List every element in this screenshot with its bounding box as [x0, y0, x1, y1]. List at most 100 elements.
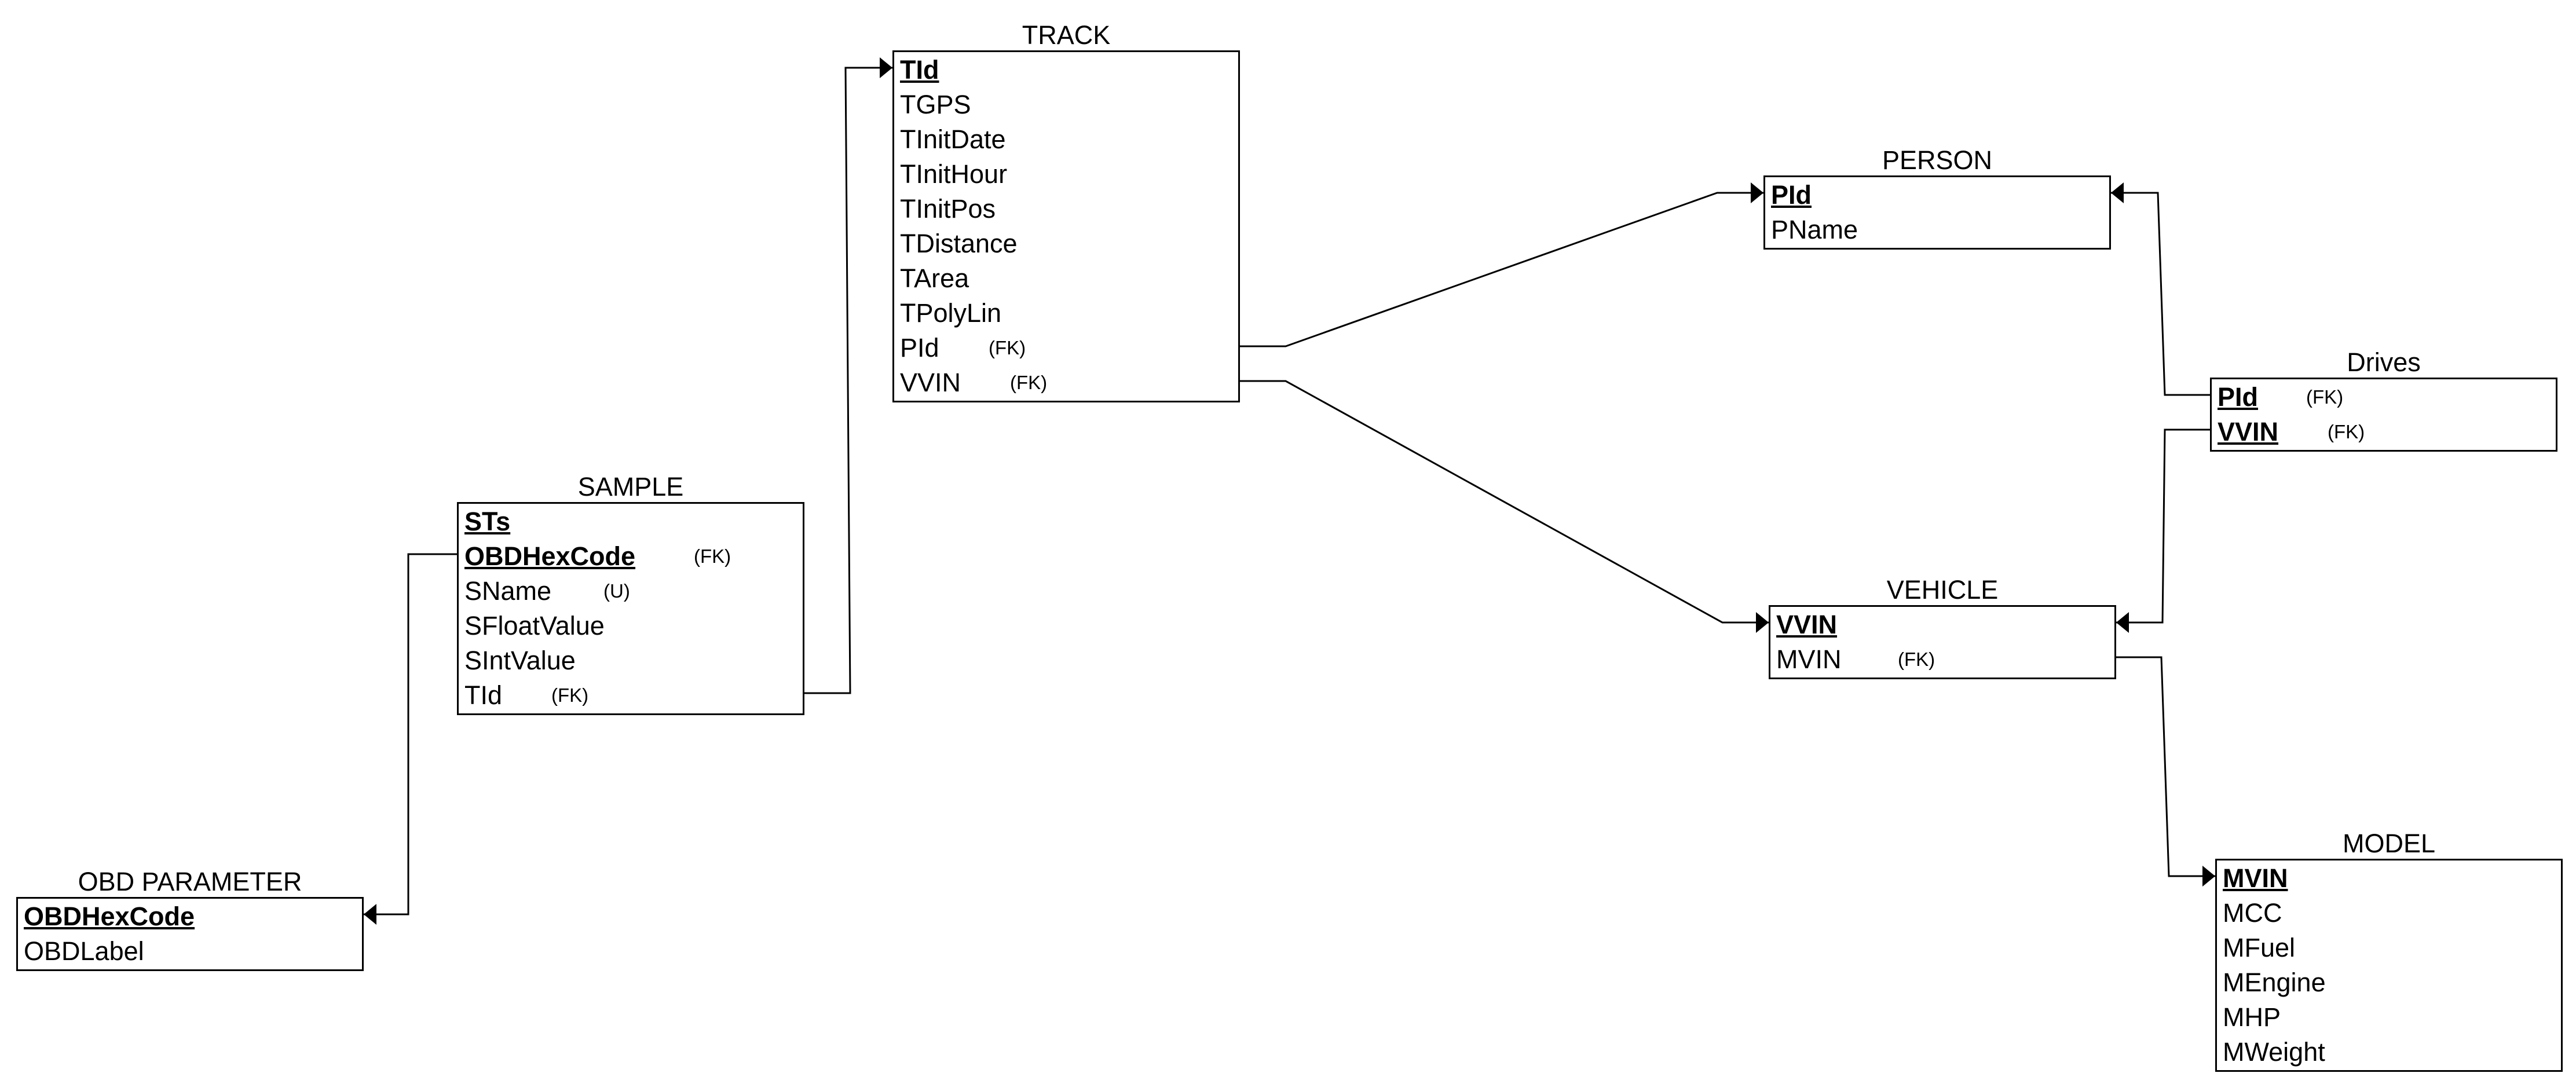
attribute-tag: (FK)	[2328, 421, 2365, 442]
relationship-track-to-vehicle	[1240, 380, 1769, 633]
connector-line	[1240, 192, 1763, 347]
attribute-name: TInitDate	[900, 124, 1006, 154]
attribute-name: TArea	[900, 263, 969, 293]
attribute-name: MVIN	[2223, 863, 2288, 893]
primary-key-attribute: PId	[1771, 178, 2106, 213]
attribute-tag: (FK)	[551, 684, 589, 706]
attribute-name: PId	[1771, 180, 1812, 210]
attribute: TDistance	[900, 226, 1235, 261]
attribute-name: TId	[464, 680, 503, 710]
attribute: SFloatValue	[464, 609, 799, 643]
entity-title: TRACK	[1022, 20, 1111, 50]
attribute-name: MHP	[2223, 1002, 2281, 1032]
attribute-name: TId	[900, 55, 939, 85]
attribute-name: PId	[900, 333, 939, 362]
connector-line	[2111, 192, 2210, 396]
attribute-name: VVIN	[1776, 610, 1838, 639]
entity-title: Drives	[2347, 347, 2421, 377]
arrowhead	[1751, 182, 1763, 203]
attribute-name: MWeight	[2223, 1037, 2325, 1067]
arrowhead	[2111, 182, 2124, 203]
attribute-name: MCC	[2223, 898, 2282, 928]
attribute: OBDLabel	[24, 934, 358, 969]
attribute-name: TGPS	[900, 90, 971, 119]
primary-key-attribute: VVIN	[1776, 607, 2111, 642]
attribute: TGPS	[900, 87, 1235, 122]
primary-key-attribute: MVIN	[2223, 861, 2557, 896]
attribute-name: MEngine	[2223, 968, 2326, 997]
arrowhead	[364, 904, 376, 925]
attribute-name: MVIN	[1776, 644, 1842, 674]
relationship-sample-to-track	[804, 57, 892, 694]
attribute-tag: (FK)	[989, 337, 1026, 358]
attribute: MEngine	[2223, 965, 2557, 1000]
attribute: PName	[1771, 213, 2106, 247]
attribute: SName(U)	[464, 574, 799, 609]
attribute: MHP	[2223, 1000, 2557, 1035]
connector-line	[1240, 380, 1769, 624]
attribute: PId (FK)	[900, 331, 1235, 365]
attribute-name: TInitPos	[900, 194, 996, 224]
primary-key-attribute: OBDHexCode(FK)	[464, 539, 799, 574]
attribute-name: SName	[464, 576, 552, 606]
attribute-name: PName	[1771, 215, 1858, 244]
relationship-track-to-person	[1240, 182, 1763, 347]
relationship-drives-to-vehicle	[2116, 429, 2210, 633]
entity-title: OBD PARAMETER	[78, 867, 302, 896]
arrowhead	[880, 57, 892, 78]
attribute-name: OBDLabel	[24, 936, 144, 966]
connector-line	[364, 553, 457, 915]
connector-line	[2116, 429, 2210, 624]
attribute-name: STs	[464, 507, 511, 536]
relationship-sample-to-obd-parameter	[364, 553, 457, 925]
attribute-name: SIntValue	[464, 646, 576, 675]
primary-key-attribute: VVIN(FK)	[2218, 415, 2552, 449]
attribute: TInitPos	[900, 192, 1235, 226]
attribute-name: TPolyLin	[900, 298, 1002, 328]
primary-key-attribute: TId	[900, 53, 1235, 87]
attribute-tag: (FK)	[1898, 649, 1935, 670]
entity-title: SAMPLE	[577, 472, 684, 501]
attribute: TInitDate	[900, 122, 1235, 157]
primary-key-attribute: STs	[464, 504, 799, 539]
attribute-tag: (FK)	[1010, 372, 1048, 393]
attribute-name: SFloatValue	[464, 611, 605, 640]
attribute: TInitHour	[900, 157, 1235, 192]
attribute: MWeight	[2223, 1035, 2557, 1070]
attribute-tag: (FK)	[2306, 386, 2344, 408]
attribute: TArea	[900, 261, 1235, 296]
relationship-drives-to-person	[2111, 182, 2210, 396]
entity-title: MODEL	[2342, 829, 2436, 858]
arrowhead	[2202, 866, 2215, 887]
attribute: TId (FK)	[464, 678, 799, 713]
attribute-name: OBDHexCode	[24, 902, 195, 931]
attribute-name: MFuel	[2223, 933, 2296, 962]
entity-box: VVIN MVIN (FK)	[1769, 605, 2116, 679]
entity-title: PERSON	[1882, 145, 1993, 175]
attribute: MVIN (FK)	[1776, 642, 2111, 677]
arrowhead	[2116, 612, 2129, 633]
attribute: MFuel	[2223, 931, 2557, 965]
attribute-name: OBDHexCode	[464, 541, 636, 571]
attribute: TPolyLin	[900, 296, 1235, 331]
entity-box: PId(FK)VVIN(FK)	[2210, 378, 2557, 452]
attribute-name: TInitHour	[900, 159, 1008, 189]
connector-line	[804, 67, 892, 694]
primary-key-attribute: OBDHexCode	[24, 899, 358, 934]
relationship-vehicle-to-model	[2116, 656, 2215, 887]
attribute: MCC	[2223, 896, 2557, 931]
